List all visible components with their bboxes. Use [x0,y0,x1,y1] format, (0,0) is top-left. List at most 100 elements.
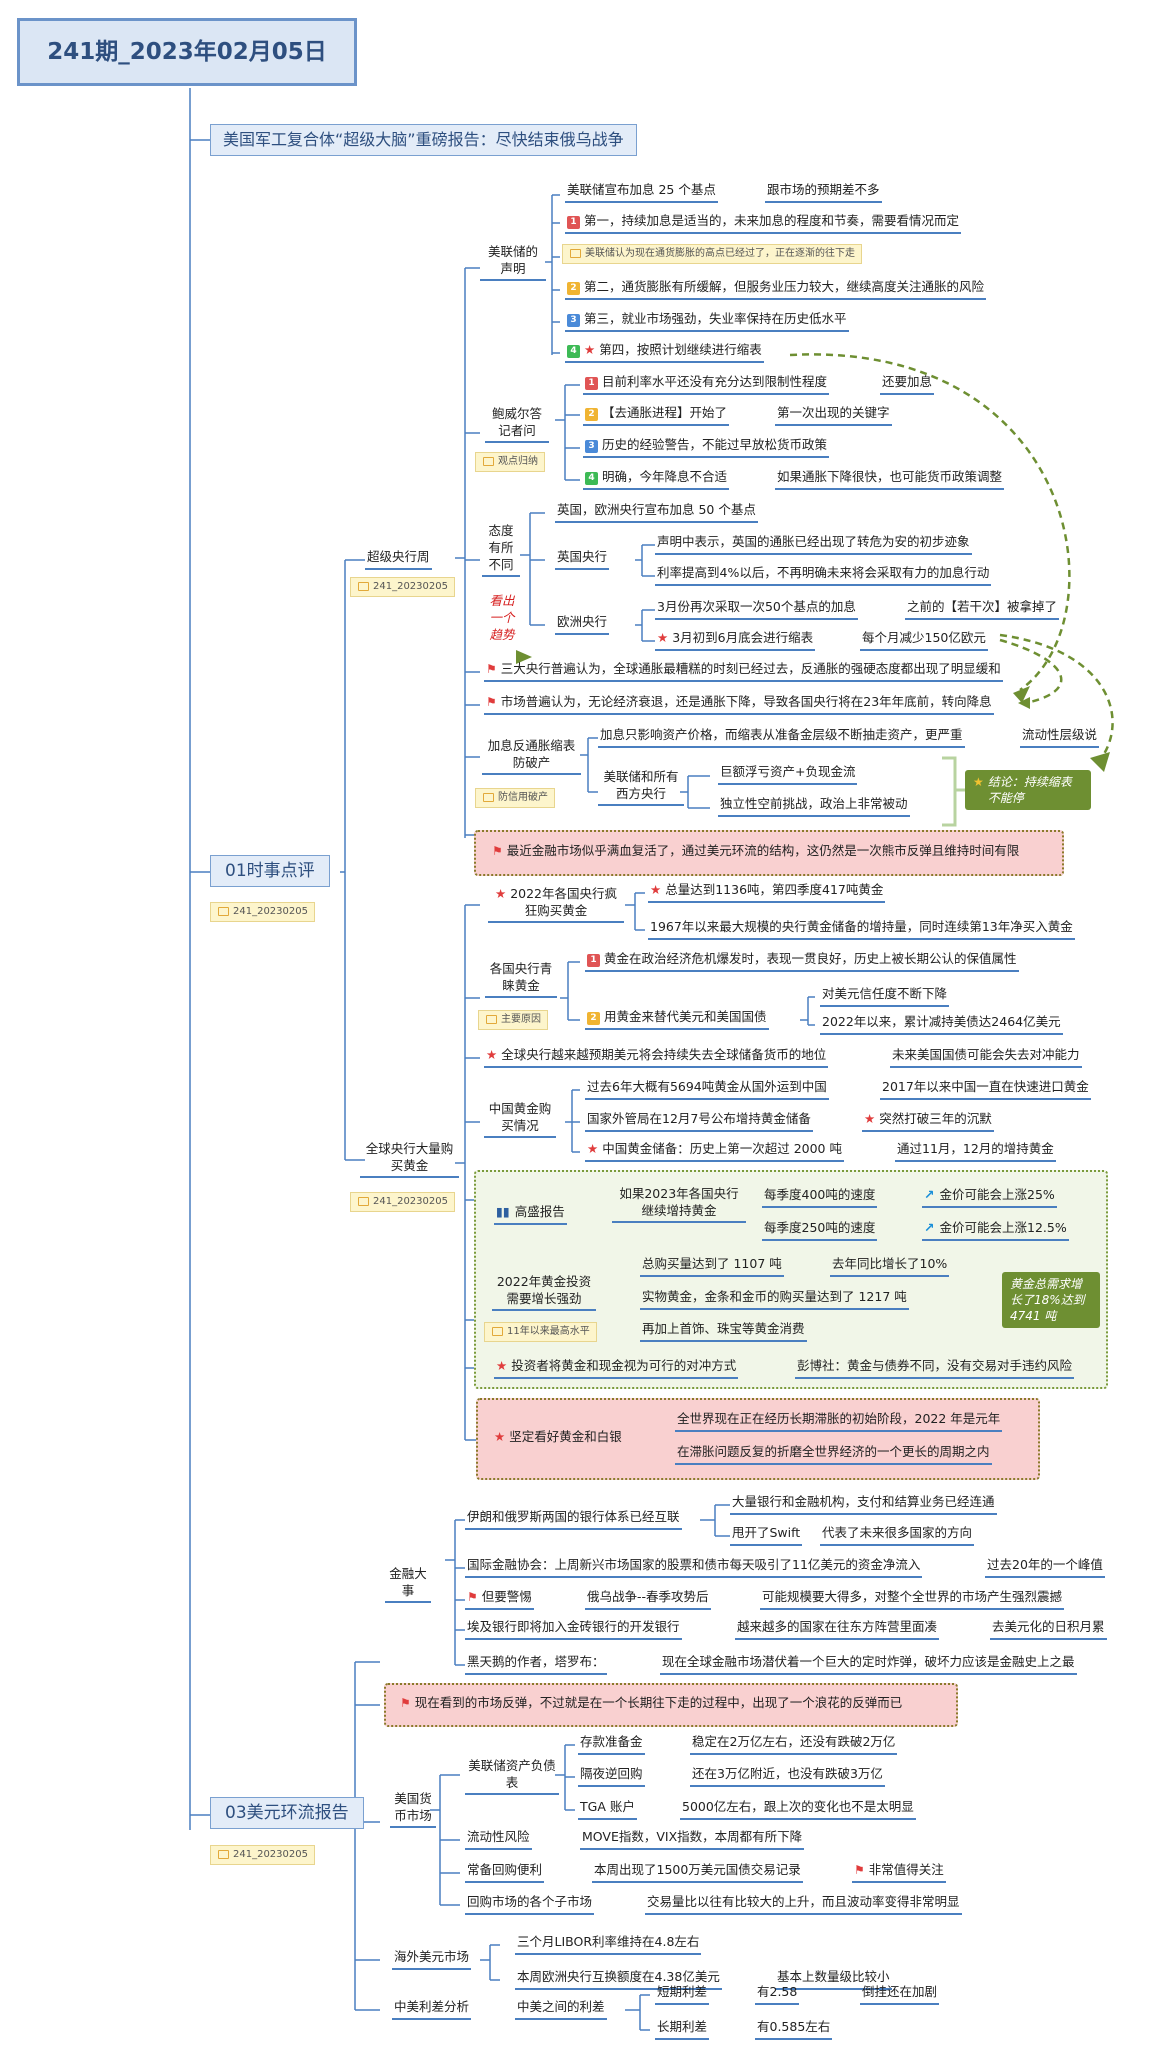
market-consensus[interactable]: ⚑市场普遍认为，无论经济衰退，还是通胀下降，导致各国央行将在23年年底前，转向降… [484,693,994,715]
china-gold-2-note[interactable]: ★突然打破三年的沉默 [862,1110,994,1132]
iif-flow-note[interactable]: 过去20年的一个峰值 [985,1556,1105,1578]
reserves-note[interactable]: 稳定在2万亿左右，还没有跌破2万亿 [690,1733,898,1755]
section-01-title[interactable]: 01时事点评 [210,855,330,887]
china-gold-1[interactable]: 过去6年大概有5694吨黄金从国外运到中国 [585,1078,829,1100]
money-market-label[interactable]: 美国货币市场 [390,1790,436,1828]
attitude-label[interactable]: 态度有所不同 [482,522,520,577]
standing-repo-flag[interactable]: ⚑非常值得关注 [852,1861,946,1883]
powell-point-4-note[interactable]: 如果通胀下降很快，也可能货币政策调整 [775,468,1005,490]
standing-repo[interactable]: 常备回购便利 [465,1861,545,1883]
boe-point-1[interactable]: 声明中表示，英国的通胀已经出现了转危为安的初步迹象 [655,533,972,555]
gold-hedge-note[interactable]: 彭博社：黄金与债券不同，没有交易对手违约风险 [795,1357,1075,1379]
gold-reason-2b[interactable]: 2022年以来，累计减持美债达2464亿美元 [820,1013,1063,1035]
headline-topic[interactable]: 美国军工复合体“超级大脑”重磅报告：尽快结束俄乌战争 [210,124,637,156]
spread-label[interactable]: 中美利差分析 [392,1998,472,2020]
gold-demand-1-note[interactable]: 去年同比增长了10% [830,1255,950,1277]
china-gold-1-note[interactable]: 2017年以来中国一直在快速进口黄金 [880,1078,1091,1100]
boe-point-2[interactable]: 利率提高到4%以后，不再明确未来将会采取有力的加息行动 [655,564,992,586]
iran-russia-2[interactable]: 甩开了Swift [730,1524,803,1546]
goldman-condition[interactable]: 如果2023年各国央行继续增持黄金 [612,1185,746,1223]
iif-flow[interactable]: 国际金融协会：上周新兴市场国家的股票和债市每天吸引了11亿美元的资金净流入 [465,1556,923,1578]
egypt-brics-b[interactable]: 去美元化的日积月累 [990,1618,1107,1640]
egypt-brics[interactable]: 埃及银行即将加入金砖银行的开发银行 [465,1618,682,1640]
ecb-swap[interactable]: 本周欧洲央行互换额度在4.38亿美元 [515,1968,722,1990]
reverse-repo-note[interactable]: 还在3万亿附近，也没有跌破3万亿 [690,1765,885,1787]
fed-point-4[interactable]: 4★第四，按照计划继续进行缩表 [565,341,764,363]
reverse-repo[interactable]: 隔夜逆回购 [578,1765,645,1787]
gold-bull-label[interactable]: ★坚定看好黄金和白银 [494,1428,622,1446]
powell-point-1-note[interactable]: 还要加息 [880,373,935,395]
ecb-label[interactable]: 欧洲央行 [555,613,610,635]
boe-label[interactable]: 英国央行 [555,548,610,570]
central-bank-consensus[interactable]: ⚑三大央行普遍认为，全球通胀最糟糕的时刻已经过去，反通胀的强硬态度都出现了明显缓… [484,660,1003,682]
long-spread-value[interactable]: 有0.585左右 [755,2018,833,2040]
ecb-point-2-note[interactable]: 每个月减少150亿欧元 [860,629,988,651]
beware[interactable]: ⚑但要警惕 [465,1588,534,1610]
tga-note[interactable]: 5000亿左右，跟上次的变化也不是太明显 [680,1798,916,1820]
west-point-1[interactable]: 巨额浮亏资产+负现金流 [718,763,858,785]
west-point-2[interactable]: 独立性空前挑战，政治上非常被动 [718,795,910,817]
finance-label[interactable]: 金融大事 [385,1565,431,1603]
gold-2022-label[interactable]: ★2022年各国央行疯狂购买黄金 [488,885,624,923]
boe-ecb-hike[interactable]: 英国，欧洲央行宣布加息 50 个基点 [555,501,758,523]
gold-demand-2[interactable]: 实物黄金，金条和金币的购买量达到了 1217 吨 [640,1288,909,1310]
gold-favour-label[interactable]: 各国央行青睐黄金 [485,960,557,998]
gold-hedge[interactable]: ★投资者将黄金和现金视为可行的对冲方式 [494,1357,739,1379]
ecb-point-2[interactable]: ★3月初到6月底会进行缩表 [655,629,816,651]
fed-balance-sheet[interactable]: 美联储资产负债表 [465,1757,559,1795]
powell-point-2[interactable]: 2【去通胀进程】开始了 [583,404,730,426]
overseas-label[interactable]: 海外美元市场 [392,1948,472,1970]
goldman-label[interactable]: ▮▮高盛报告 [494,1203,567,1225]
china-gold-label[interactable]: 中国黄金购买情况 [484,1100,556,1138]
short-spread[interactable]: 短期利差 [655,1983,710,2005]
ecb-point-1-note[interactable]: 之前的【若干次】被拿掉了 [905,598,1060,620]
liquidity-risk[interactable]: 流动性风险 [465,1828,532,1850]
gold-2022-point-2[interactable]: 1967年以来最大规模的央行黄金储备的增持量，同时连续第13年净买入黄金 [648,918,1075,940]
liquidity-risk-note[interactable]: MOVE指数，VIX指数，本周都有所下降 [580,1828,805,1850]
egypt-brics-a[interactable]: 越来越多的国家在往东方阵营里面凑 [735,1618,940,1640]
ecb-point-1[interactable]: 3月份再次采取一次50个基点的加息 [655,598,858,620]
qt-point-a-note[interactable]: 流动性层级说 [1020,726,1100,748]
spread-mid[interactable]: 中美之间的利差 [515,1998,607,2020]
china-gold-3-note[interactable]: 通过11月，12月的增持黄金 [895,1140,1056,1162]
goldman-result-12[interactable]: ↗金价可能会上涨12.5% [922,1219,1069,1241]
gold-2022-point-1[interactable]: ★总量达到1136吨，第四季度417吨黄金 [648,881,886,903]
qt-label[interactable]: 加息反通胀缩表防破产 [482,737,581,775]
goldman-result-25[interactable]: ↗金价可能会上涨25% [922,1186,1057,1208]
rebound-warning[interactable]: ⚑现在看到的市场反弹，不过就是在一个长期往下走的过程中，出现了一个浪花的反弹而已 [400,1694,902,1712]
gold-label[interactable]: 全球央行大量购买黄金 [360,1140,459,1178]
beware-b[interactable]: 可能规模要大得多，对整个全世界的市场产生强烈震撼 [760,1588,1065,1610]
root-title[interactable]: 241期_2023年02月05日 [17,18,357,86]
ecb-swap-note[interactable]: 基本上数量级比较小 [775,1968,892,1990]
qt-point-a[interactable]: 加息只影响资产价格，而缩表从准备金层级不断抽走资产，更严重 [598,726,965,748]
fed-hike[interactable]: 美联储宣布加息 25 个基点 [565,181,718,203]
dollar-reserve-worry[interactable]: ★全球央行越来越预期美元将会持续失去全球储备货币的地位 [484,1046,829,1068]
reserves[interactable]: 存款准备金 [578,1733,645,1755]
section-03-title[interactable]: 03美元环流报告 [210,1797,364,1829]
long-spread[interactable]: 长期利差 [655,2018,710,2040]
iran-russia[interactable]: 伊朗和俄罗斯两国的银行体系已经互联 [465,1508,682,1530]
iran-russia-2-note[interactable]: 代表了未来很多国家的方向 [820,1524,975,1546]
beware-a[interactable]: 俄乌战争--春季攻势后 [585,1588,711,1610]
china-gold-3[interactable]: ★中国黄金储备：历史上第一次超过 2000 吨 [585,1140,844,1162]
powell-point-2-note[interactable]: 第一次出现的关键字 [775,404,892,426]
fed-hike-note[interactable]: 跟市场的预期差不多 [765,181,882,203]
fed-and-west-label[interactable]: 美联储和所有西方央行 [598,768,684,806]
short-spread-note[interactable]: 倒挂还在加剧 [860,1983,940,2005]
gold-demand-1[interactable]: 总购买量达到了 1107 吨 [640,1255,784,1277]
weekly-label[interactable]: 超级央行周 [365,548,432,570]
fed-label[interactable]: 美联储的声明 [480,243,546,281]
standing-repo-note[interactable]: 本周出现了1500万美元国债交易记录 [592,1861,803,1883]
goldman-speed-400[interactable]: 每季度400吨的速度 [762,1186,878,1208]
black-swan[interactable]: 黑天鹅的作者，塔罗布： [465,1653,607,1675]
gold-demand-label[interactable]: 2022年黄金投资需要增长强劲 [492,1273,596,1311]
tga[interactable]: TGA 账户 [578,1798,637,1820]
short-spread-value[interactable]: 有2.58 [755,1983,800,2005]
gold-bull-2[interactable]: 在滞胀问题反复的折磨全世界经济的一个更长的周期之内 [675,1443,992,1465]
